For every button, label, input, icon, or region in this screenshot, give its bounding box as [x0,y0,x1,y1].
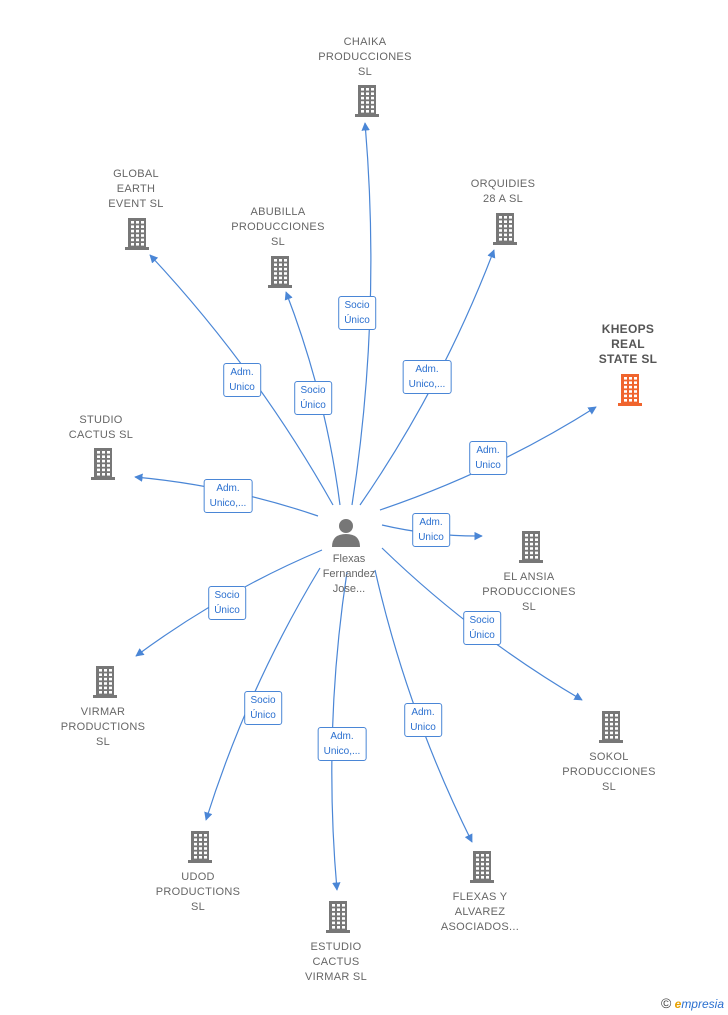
node-label-virmar[interactable]: VIRMAR PRODUCTIONS SL [60,706,146,748]
building-icon [470,851,494,883]
brand-name: mpresia [681,997,724,1011]
node-label-studio[interactable]: STUDIO CACTUS SL [68,414,134,441]
person-icon [332,519,360,547]
node-label-flexas[interactable]: FLEXAS Y ALVAREZ ASOCIADOS... [440,891,520,933]
building-icon [493,213,517,245]
building-icon [355,85,379,117]
building-icon [519,531,543,563]
node-label-estudio[interactable]: ESTUDIO CACTUS VIRMAR SL [305,941,367,983]
edge-label-sokol[interactable]: Socio Único [463,611,501,645]
copyright: © empresia [661,995,724,1011]
edge-label-chaika[interactable]: Socio Único [338,296,376,330]
edge-label-virmar[interactable]: Socio Único [208,586,246,620]
node-label-udod[interactable]: UDOD PRODUCTIONS SL [155,871,241,913]
building-icon [326,901,350,933]
edge-label-global[interactable]: Adm. Unico [223,363,261,397]
edge-label-studio[interactable]: Adm. Unico,... [203,479,253,513]
building-icon [268,256,292,288]
node-label-chaika[interactable]: CHAIKA PRODUCCIONES SL [318,36,412,78]
node-label-orquidies[interactable]: ORQUIDIES 28 A SL [470,178,536,205]
node-label-sokol[interactable]: SOKOL PRODUCCIONES SL [562,751,656,793]
building-icon [618,374,642,406]
building-icon [91,448,115,480]
node-label-kheops[interactable]: KHEOPS REAL STATE SL [598,322,658,366]
node-label-abubilla[interactable]: ABUBILLA PRODUCCIONES SL [231,206,325,248]
edge-label-udod[interactable]: Socio Único [244,691,282,725]
copyright-symbol: © [660,995,672,1011]
edge-label-estudio[interactable]: Adm. Unico,... [317,727,367,761]
edge-udod [204,567,321,821]
edge-label-orquidies[interactable]: Adm. Unico,... [402,360,452,394]
edge-label-elansia[interactable]: Adm. Unico [412,513,450,547]
building-icon [599,711,623,743]
building-icon [125,218,149,250]
building-icon [188,831,212,863]
person-label[interactable]: Flexas Fernandez Jose... [322,553,376,595]
node-label-global[interactable]: GLOBAL EARTH EVENT SL [108,168,164,210]
edge-label-abubilla[interactable]: Socio Único [294,381,332,415]
edge-label-kheops[interactable]: Adm. Unico [469,441,507,475]
node-label-elansia[interactable]: EL ANSIA PRODUCCIONES SL [482,571,576,613]
building-icon [93,666,117,698]
brand-initial: e [674,997,682,1011]
edge-label-flexas[interactable]: Adm. Unico [404,703,442,737]
